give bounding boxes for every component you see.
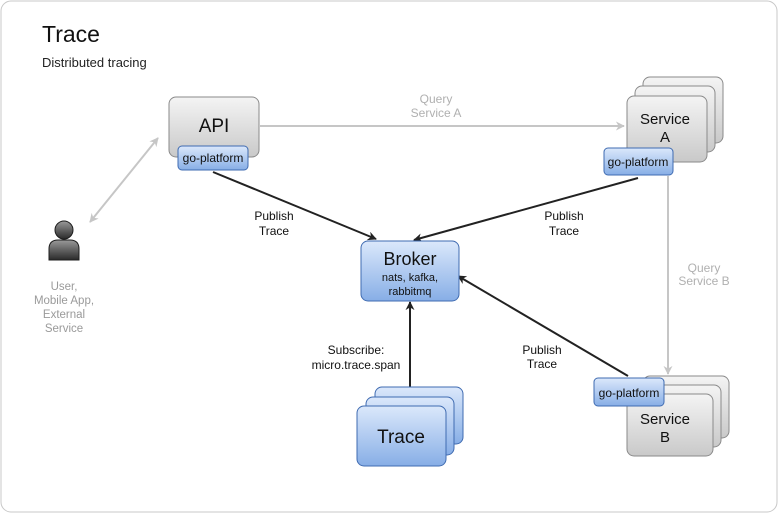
svg-text:Service B: Service B bbox=[678, 274, 729, 288]
broker-sub-label: nats, kafka, bbox=[382, 272, 438, 284]
trace-box[interactable] bbox=[356, 405, 447, 467]
service-a-badge-label: go-platform bbox=[608, 155, 669, 169]
svg-text:Query: Query bbox=[688, 261, 721, 275]
service-b-label-letter: B bbox=[660, 429, 670, 446]
label-publish-api: Publish Trace bbox=[254, 209, 293, 238]
api-go-platform-badge[interactable] bbox=[177, 145, 249, 171]
broker-node[interactable]: Broker nats, kafka, rabbitmq bbox=[360, 240, 460, 302]
trace-label: Trace bbox=[377, 427, 425, 448]
api-label: API bbox=[199, 116, 230, 137]
api-node[interactable]: API go-platform bbox=[168, 96, 260, 171]
service-a-label: Service bbox=[640, 111, 690, 128]
label-publish-service-a: Publish Trace bbox=[544, 209, 583, 238]
user-label-line: Service bbox=[45, 323, 83, 335]
svg-text:micro.trace.span: micro.trace.span bbox=[312, 358, 401, 372]
user-label-line: Mobile App, bbox=[34, 295, 94, 307]
svg-text:Trace: Trace bbox=[259, 224, 290, 238]
label-subscribe: Subscribe: micro.trace.span bbox=[312, 343, 401, 372]
trace-node[interactable]: Trace bbox=[356, 386, 464, 467]
service-b-label: Service bbox=[640, 411, 690, 428]
svg-text:Publish: Publish bbox=[522, 343, 561, 357]
service-a-label-letter: A bbox=[660, 129, 670, 146]
svg-text:Trace: Trace bbox=[549, 224, 580, 238]
svg-text:Subscribe:: Subscribe: bbox=[328, 343, 385, 357]
broker-box[interactable] bbox=[360, 240, 460, 302]
user-label-line: External bbox=[43, 309, 85, 321]
person-icon bbox=[48, 220, 80, 261]
page-title: Trace bbox=[42, 21, 100, 47]
service-a-go-platform-badge[interactable] bbox=[603, 147, 674, 176]
svg-text:Service A: Service A bbox=[411, 106, 462, 120]
svg-text:Publish: Publish bbox=[254, 209, 293, 223]
service-b-badge-label: go-platform bbox=[599, 386, 660, 400]
svg-text:Publish: Publish bbox=[544, 209, 583, 223]
service-b-node[interactable]: Service B go-platform bbox=[593, 375, 730, 457]
edge-publish-service-b bbox=[457, 275, 629, 377]
service-b-box[interactable] bbox=[626, 393, 714, 457]
edge-user-api bbox=[89, 137, 159, 223]
broker-label: Broker bbox=[383, 249, 436, 269]
svg-text:Query: Query bbox=[420, 92, 453, 106]
label-query-service-a: Query Service A bbox=[411, 92, 462, 120]
edge-publish-service-a bbox=[413, 177, 639, 243]
user-label-line: User, bbox=[51, 281, 78, 293]
service-a-node[interactable]: Service A go-platform bbox=[603, 76, 724, 176]
page-subtitle: Distributed tracing bbox=[42, 55, 147, 70]
label-publish-service-b: Publish Trace bbox=[522, 343, 561, 371]
label-query-service-b: Query Service B bbox=[678, 261, 729, 288]
edge-publish-api bbox=[212, 171, 377, 241]
user-node: User, Mobile App, External Service bbox=[34, 220, 94, 335]
svg-text:Trace: Trace bbox=[527, 357, 558, 371]
broker-sub-label: rabbitmq bbox=[389, 286, 432, 298]
api-badge-label: go-platform bbox=[183, 151, 244, 165]
service-b-go-platform-badge[interactable] bbox=[593, 377, 665, 407]
